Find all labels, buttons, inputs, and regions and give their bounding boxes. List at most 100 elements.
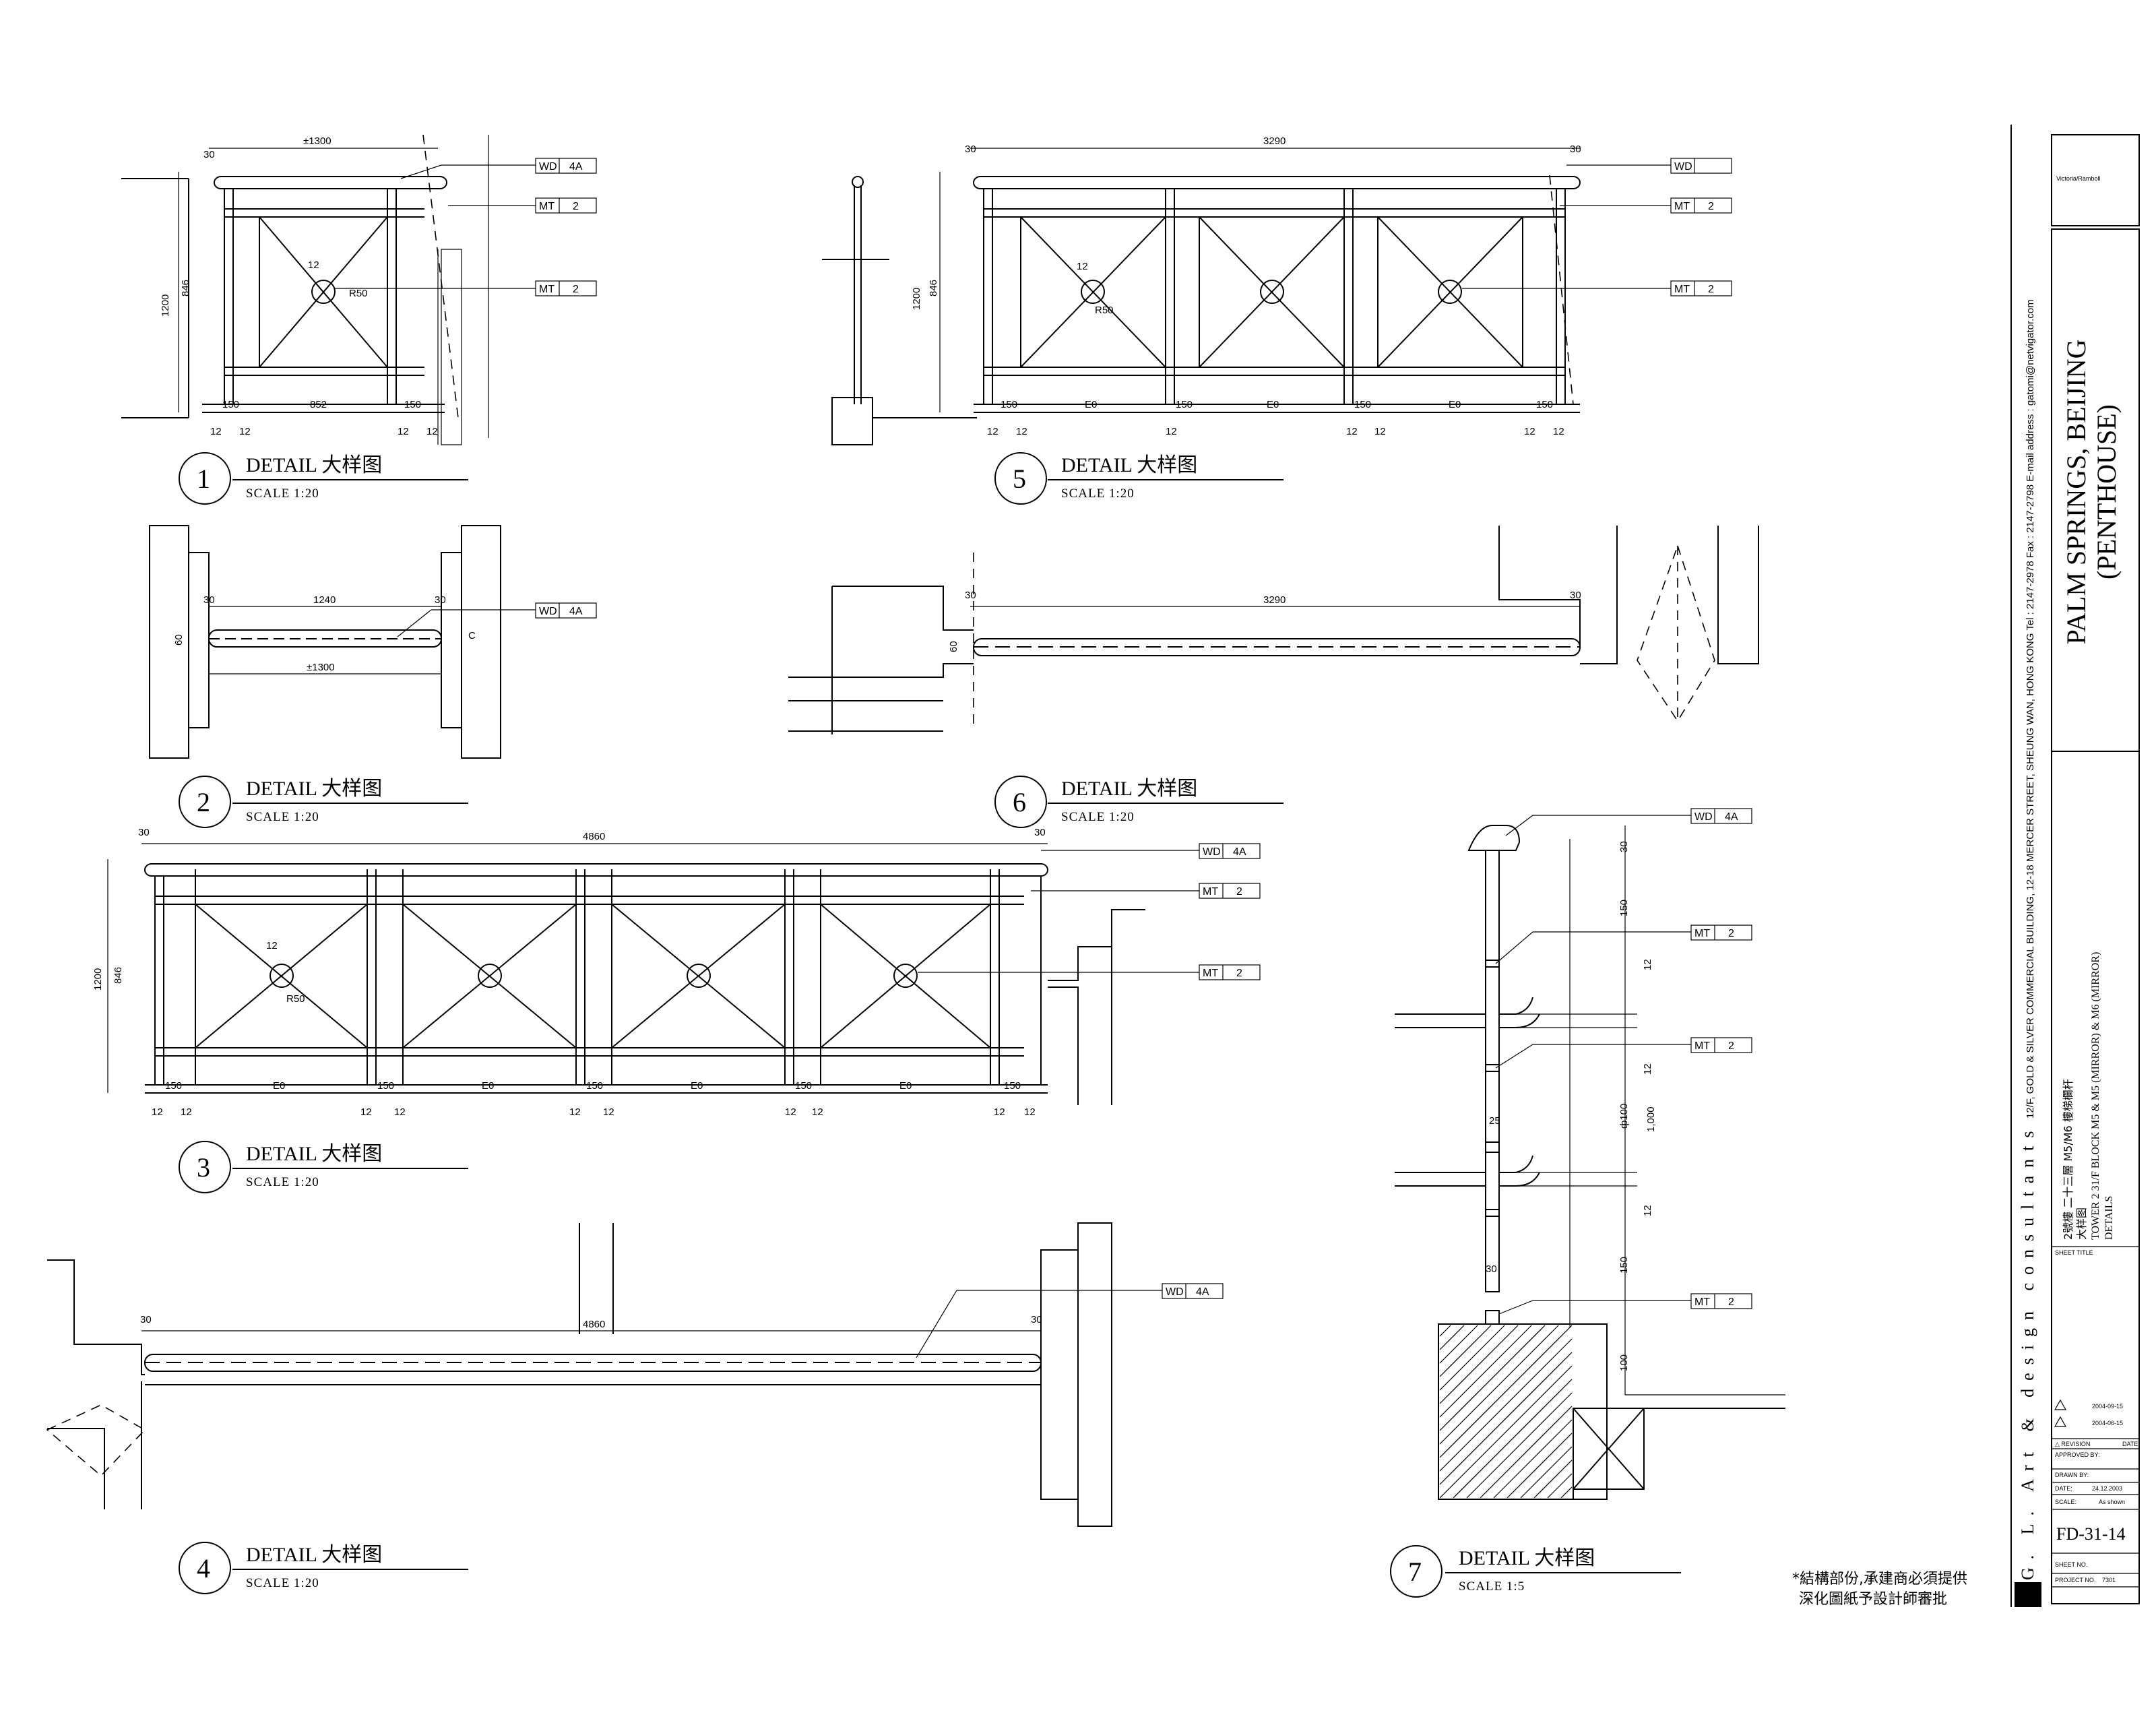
dim-3290: 3290 (1263, 135, 1286, 147)
detail-title: DETAIL 大样图 (246, 1544, 382, 1566)
tag-4a-3: 4A (1233, 846, 1246, 858)
hatch-line (1439, 1325, 1519, 1404)
tag-mt-b: MT (539, 284, 554, 295)
dim-12-5g: 12 (1553, 426, 1564, 437)
dim-150-5a: 150 (1001, 399, 1017, 410)
dim-12-5e: 12 (1374, 426, 1386, 437)
dim-150-3b: 150 (377, 1080, 394, 1092)
dim-846: 846 (180, 280, 191, 296)
detail-number: 1 (197, 464, 210, 494)
dim-e0-3d: E0 (899, 1080, 912, 1092)
tag-wd-4: WD (1166, 1286, 1184, 1298)
tag-mt-5a: MT (1674, 201, 1690, 212)
detail-title: DETAIL 大样图 (1061, 454, 1197, 476)
dim-e0-5a: E0 (1085, 399, 1097, 410)
sheet-desc-1: 2號樓 二十三層 M5/M6 樓梯欄杆 (2062, 1079, 2074, 1240)
hatch-line (1533, 1460, 1573, 1499)
dim-150-7b: 150 (1618, 1257, 1630, 1274)
tag-4a: 4A (569, 161, 583, 172)
project-no: 7301 (2102, 1577, 2116, 1583)
date-label: DATE: (2055, 1485, 2072, 1492)
dim-150-5c: 150 (1354, 399, 1371, 410)
tag-2-5b: 2 (1708, 284, 1714, 295)
detail-3-elevation: 4860 30 30 12 R50 1200 846 150 E0 150 E0… (92, 827, 1261, 1118)
dim-1200: 1200 (160, 294, 171, 317)
dim-30-2a: 30 (203, 594, 215, 606)
revision-1-date: 2004-09-15 (2092, 1403, 2123, 1410)
dim-25-7: 25 (1489, 1115, 1500, 1127)
dim-12-7c: 12 (1642, 1205, 1653, 1216)
sheet-number: FD-31-14 (2056, 1524, 2126, 1544)
detail-2-plan: 1240 ±1300 30 30 60 C WD 4A (149, 525, 597, 759)
dim-e0-3c: E0 (691, 1080, 703, 1092)
dim-12-3: 12 (266, 940, 278, 951)
detail-scale: SCALE 1:20 (246, 1175, 319, 1189)
tag-2-3b: 2 (1236, 968, 1242, 979)
detail-number: 3 (197, 1152, 210, 1183)
tag-wd: WD (539, 161, 557, 172)
dim-30-2b: 30 (435, 594, 446, 606)
tag-2: 2 (573, 201, 579, 212)
dim-150-3c: 150 (586, 1080, 603, 1092)
dim-e0-5b: E0 (1267, 399, 1279, 410)
dim-12-3h: 12 (812, 1106, 823, 1118)
dim-150-3a: 150 (165, 1080, 182, 1092)
detail-title: DETAIL 大样图 (246, 454, 382, 476)
dim-1300-2: ±1300 (307, 662, 335, 673)
dim-1000: 1,000 (1645, 1106, 1657, 1132)
detail-scale: SCALE 1:20 (246, 487, 319, 501)
scale-value: As shown (2099, 1499, 2125, 1505)
dim-12-3j: 12 (1024, 1106, 1036, 1118)
detail-5-elevation: 3290 30 30 12 R50 1200 846 150 E0 150 E0… (822, 135, 1732, 445)
detail-title: DETAIL 大样图 (246, 778, 382, 800)
firm-logo-block (2015, 1582, 2041, 1607)
detail-number: 6 (1013, 787, 1026, 817)
detail-title: DETAIL 大样图 (1459, 1547, 1595, 1569)
tag-4a-2: 4A (569, 606, 583, 617)
tag-mt: MT (539, 201, 554, 212)
dim-12-3e: 12 (569, 1106, 581, 1118)
detail-scale: SCALE 1:5 (1459, 1579, 1525, 1594)
detail-label-7: 7 DETAIL 大样图 SCALE 1:5 (1390, 1545, 1681, 1598)
tag-2-7b: 2 (1728, 1040, 1734, 1052)
dim-30-6a: 30 (965, 590, 976, 601)
dim-150-3e: 150 (1004, 1080, 1021, 1092)
sheet-title-label: SHEET TITLE (2055, 1249, 2093, 1256)
dim-4860-4: 4860 (583, 1319, 605, 1330)
dim-e0-3b: E0 (482, 1080, 494, 1092)
detail-1-elevation: ±1300 30 852 150 150 12 12 12 12 12 R50 … (121, 134, 597, 445)
dim-4860: 4860 (583, 831, 605, 842)
hatch-line (1439, 1352, 1573, 1485)
dim-12-3f: 12 (603, 1106, 614, 1118)
sheet-desc-4: DETAILS (2103, 1196, 2115, 1240)
dim-150-7a: 150 (1618, 900, 1630, 916)
hatch-line (1547, 1473, 1573, 1499)
drawn-by-label: DRAWN BY: (2055, 1472, 2089, 1478)
revision-label: △ REVISION (2055, 1441, 2090, 1447)
detail-number: 2 (197, 787, 210, 817)
detail-number: 4 (197, 1553, 210, 1583)
dim-r50-5: R50 (1095, 305, 1114, 316)
dim-150-5b: 150 (1176, 399, 1193, 410)
tag-mt-7a: MT (1694, 928, 1710, 939)
hatch-concrete (1439, 1325, 1573, 1499)
sheet-desc-2: 大样图 (2075, 1208, 2088, 1240)
hatch-line (1560, 1486, 1573, 1499)
dim-12-3g: 12 (785, 1106, 796, 1118)
hatch-line (1439, 1325, 1559, 1445)
hatch-line (1439, 1325, 1505, 1391)
dim-1200-5: 1200 (911, 288, 922, 310)
hatch-line (1439, 1325, 1532, 1418)
detail-4-plan: 4860 30 30 WD 4A (46, 1222, 1224, 1527)
dim-30-4b: 30 (1031, 1314, 1042, 1325)
hatch-line (1439, 1325, 1451, 1337)
dim-e0-5c: E0 (1449, 399, 1461, 410)
hatch-line (1466, 1392, 1573, 1499)
tag-mt-7c: MT (1694, 1296, 1710, 1308)
tag-mt-3b: MT (1203, 968, 1218, 979)
dim-30-3a: 30 (138, 827, 150, 838)
dim-30-7b: 30 (1486, 1263, 1497, 1275)
detail-title: DETAIL 大样图 (246, 1143, 382, 1165)
dim-12-7a: 12 (1642, 959, 1653, 970)
dim-12-5b: 12 (1016, 426, 1027, 437)
